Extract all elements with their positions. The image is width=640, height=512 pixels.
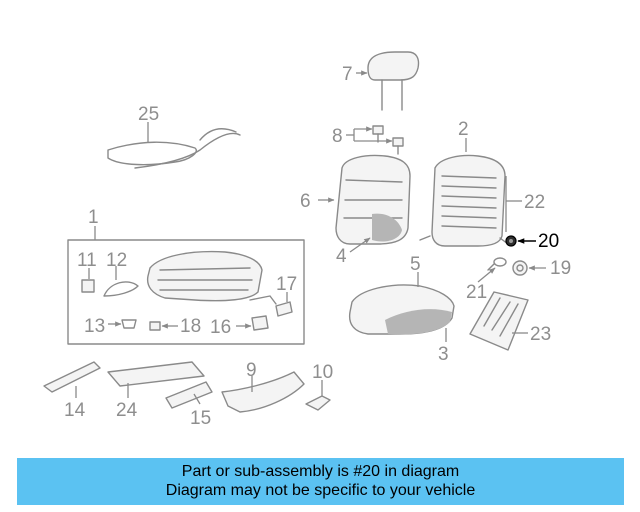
callout-16: 16 bbox=[210, 317, 231, 338]
part-10-lever[interactable]: 10 bbox=[305, 362, 333, 411]
part-22-bracket[interactable]: 22 bbox=[505, 176, 545, 232]
callout-11: 11 bbox=[77, 250, 97, 271]
caption-line-1: Part or sub-assembly is #20 in diagram bbox=[181, 463, 460, 480]
callout-21: 21 bbox=[466, 282, 487, 303]
callout-20: 20 bbox=[538, 231, 559, 252]
part-25-heater-harness[interactable]: 25 bbox=[107, 104, 241, 169]
part-7-headrest[interactable]: 7 bbox=[342, 51, 420, 111]
part-24-panel[interactable]: 24 bbox=[107, 361, 205, 421]
callout-10: 10 bbox=[312, 362, 333, 383]
callout-1: 1 bbox=[88, 207, 99, 228]
part-14-trim[interactable]: 14 bbox=[43, 361, 101, 421]
part-9-side-cover[interactable]: 9 bbox=[221, 360, 305, 413]
part-5-3-seat-cushion[interactable]: 5 3 bbox=[348, 254, 455, 365]
part-11[interactable]: 11 bbox=[77, 250, 97, 293]
callout-17: 17 bbox=[276, 274, 297, 295]
callout-14: 14 bbox=[64, 400, 86, 421]
part-13[interactable]: 13 bbox=[84, 316, 137, 337]
callout-22: 22 bbox=[524, 192, 545, 213]
part-15-trim[interactable]: 15 bbox=[165, 381, 213, 429]
part-17[interactable]: 17 bbox=[275, 274, 297, 317]
callout-6: 6 bbox=[300, 191, 311, 212]
callout-5: 5 bbox=[410, 254, 421, 275]
callout-2: 2 bbox=[458, 119, 469, 140]
part-20-clip[interactable]: 20 bbox=[505, 231, 559, 252]
part-23-panel[interactable]: 23 bbox=[469, 291, 551, 351]
callout-3: 3 bbox=[438, 344, 449, 365]
callout-8: 8 bbox=[332, 126, 343, 147]
parts-diagram: 25 7 8 6 4 2 bbox=[43, 51, 571, 429]
part-18[interactable]: 18 bbox=[149, 316, 201, 337]
callout-25: 25 bbox=[138, 104, 159, 125]
part-12-cable[interactable]: 12 bbox=[103, 250, 139, 297]
callout-4: 4 bbox=[336, 246, 347, 267]
callout-15: 15 bbox=[190, 408, 211, 429]
callout-24: 24 bbox=[116, 400, 138, 421]
part-19-knob[interactable]: 19 bbox=[512, 258, 571, 279]
callout-19: 19 bbox=[550, 258, 571, 279]
callout-9: 9 bbox=[246, 360, 257, 381]
callout-23: 23 bbox=[530, 324, 551, 345]
part-2-seatback-frame[interactable]: 2 bbox=[419, 119, 509, 247]
callout-12: 12 bbox=[106, 250, 127, 271]
caption-line-2: Diagram may not be specific to your vehi… bbox=[165, 482, 476, 499]
part-8-headrest-guides[interactable]: 8 bbox=[332, 125, 404, 155]
part-16[interactable]: 16 bbox=[210, 315, 269, 338]
part-6-seatback-cover[interactable]: 6 4 bbox=[300, 154, 411, 268]
callout-13: 13 bbox=[84, 316, 105, 337]
callout-7: 7 bbox=[342, 64, 353, 85]
caption-banner: Part or sub-assembly is #20 in diagram D… bbox=[17, 458, 624, 505]
part-1-seat-frame-group[interactable]: 1 bbox=[67, 207, 305, 345]
callout-18: 18 bbox=[180, 316, 201, 337]
part-21-spring[interactable]: 21 bbox=[466, 257, 507, 303]
